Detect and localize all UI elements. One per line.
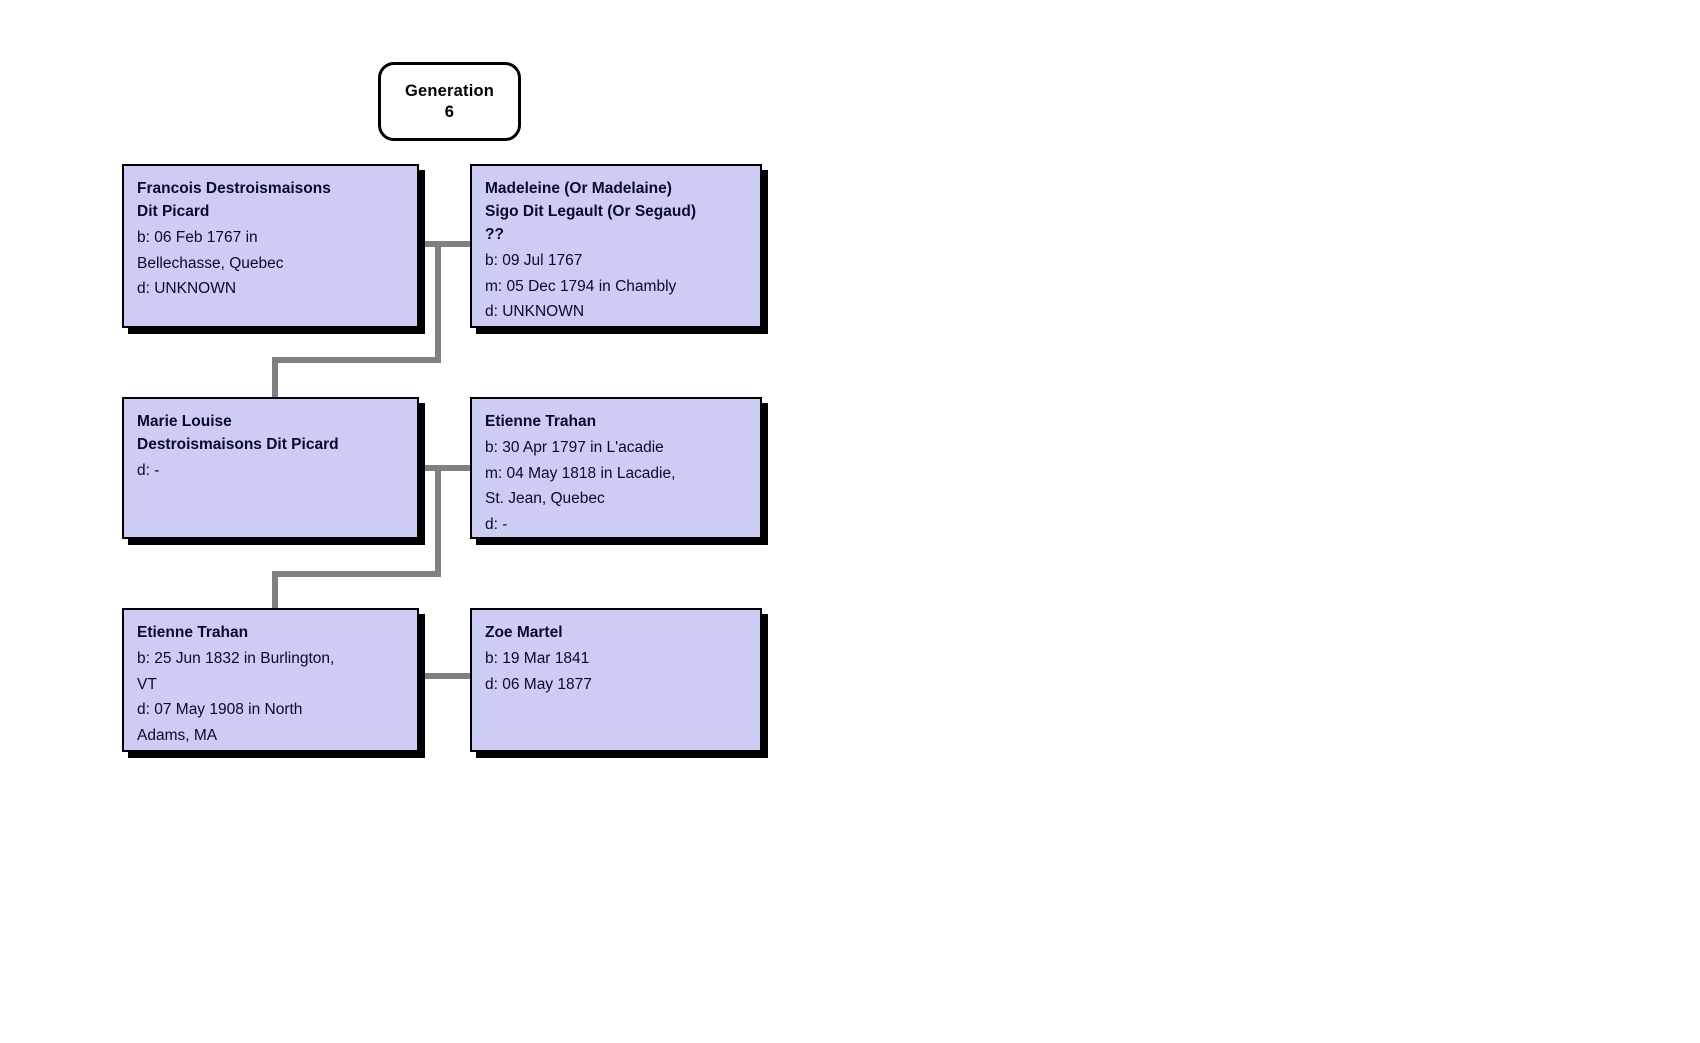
person-death: d: UNKNOWN [485, 303, 585, 321]
connector-couple-1-drop [272, 357, 278, 401]
person-box-francois-destroismaisons[interactable]: Francois Destroismaisons Dit Picard b: 0… [122, 164, 419, 328]
person-death: d: 07 May 1908 in North Adams, MA [137, 701, 303, 745]
person-box-madeleine-sigo-dit-legault[interactable]: Madeleine (Or Madelaine) Sigo Dit Legaul… [470, 164, 762, 328]
person-death: d: - [485, 516, 508, 534]
person-birth: b: 30 Apr 1797 in L'acadie [485, 438, 664, 456]
person-box-marie-louise-destroismaisons[interactable]: Marie Louise Destroismaisons Dit Picard … [122, 397, 419, 539]
generation-number: 6 [444, 102, 455, 121]
connector-couple-3-bar [419, 673, 473, 679]
connector-couple-1-bar [419, 241, 473, 247]
person-name: Zoe Martel [485, 624, 563, 641]
connector-couple-1-horizontal [272, 357, 441, 363]
person-marriage: m: 04 May 1818 in Lacadie, St. Jean, Que… [485, 464, 676, 508]
person-name: Madeleine (Or Madelaine) Sigo Dit Legaul… [485, 180, 696, 243]
person-birth: b: 19 Mar 1841 [485, 649, 590, 667]
person-birth: b: 09 Jul 1767 [485, 251, 583, 269]
person-name: Francois Destroismaisons Dit Picard [137, 180, 331, 220]
person-box-etienne-trahan-1797[interactable]: Etienne Trahan b: 30 Apr 1797 in L'acadi… [470, 397, 762, 539]
connector-couple-1-vertical [435, 241, 441, 363]
person-birth: b: 06 Feb 1767 in Bellechasse, Quebec [137, 228, 284, 272]
connector-couple-2-horizontal [272, 571, 441, 577]
connector-couple-2-drop [272, 571, 278, 612]
generation-label: Generation [404, 81, 495, 100]
person-name: Etienne Trahan [137, 624, 249, 641]
person-death: d: - [137, 461, 160, 479]
person-name: Marie Louise Destroismaisons Dit Picard [137, 413, 339, 453]
connector-couple-2-bar [419, 465, 473, 471]
person-name: Etienne Trahan [485, 413, 597, 430]
person-box-etienne-trahan-1832[interactable]: Etienne Trahan b: 25 Jun 1832 in Burling… [122, 608, 419, 752]
person-box-zoe-martel[interactable]: Zoe Martel b: 19 Mar 1841 d: 06 May 1877 [470, 608, 762, 752]
connector-couple-2-vertical [435, 465, 441, 577]
person-marriage: m: 05 Dec 1794 in Chambly [485, 277, 677, 295]
generation-badge: Generation 6 [378, 62, 521, 141]
person-death: d: 06 May 1877 [485, 675, 592, 693]
person-death: d: UNKNOWN [137, 280, 237, 298]
person-birth: b: 25 Jun 1832 in Burlington, VT [137, 649, 335, 693]
